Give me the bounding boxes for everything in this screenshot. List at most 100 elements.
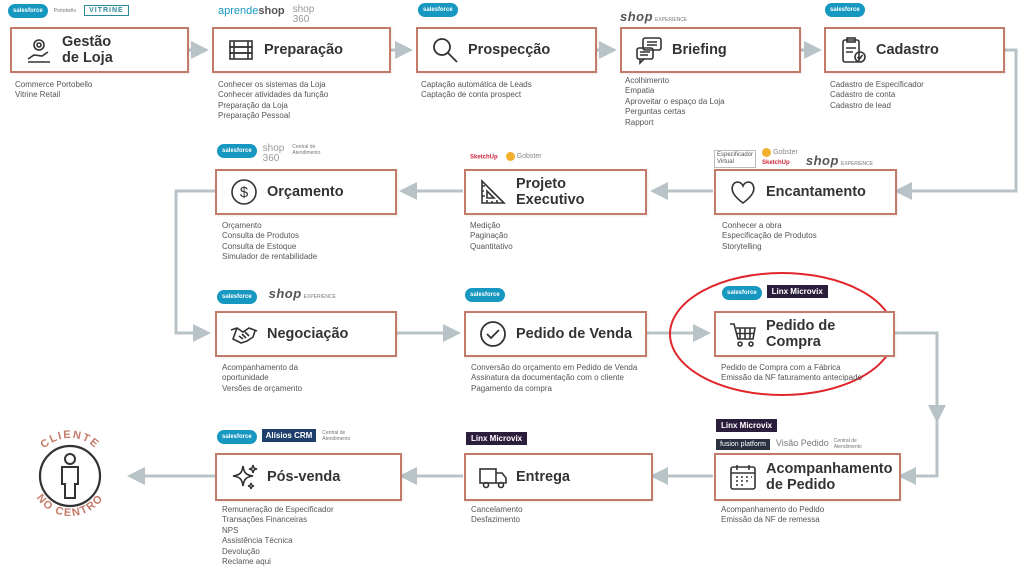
shop-logo: shop: [620, 9, 654, 24]
arrow-5: [894, 48, 1018, 200]
step-title: Pós-venda: [267, 469, 341, 485]
sparkle-icon: [229, 462, 259, 492]
salesforce-logo: salesforce: [418, 3, 458, 17]
arrow-8: [174, 189, 215, 342]
step-title: Pedido de Venda: [516, 326, 633, 342]
linx-microvix-logo: Linx Microvix: [466, 432, 528, 445]
gobster-logo: Gobster: [505, 152, 542, 161]
step-posvenda[interactable]: Pós-venda: [215, 453, 402, 501]
salesforce-logo: salesforce: [217, 290, 257, 304]
aprende-logo: aprende: [218, 5, 259, 17]
step-preparacao[interactable]: Preparação: [212, 27, 391, 73]
arrow-11: [895, 331, 946, 423]
cliente-top-text: CLIENTE: [38, 429, 100, 451]
step-title: Entrega: [516, 469, 570, 485]
logos-projeto: SketchUp Gobster: [470, 152, 542, 161]
logos-cadastro: salesforce: [825, 3, 865, 17]
linx-microvix-logo: Linx Microvix: [716, 419, 778, 432]
especificador-virtual-logo: Especificador: [717, 152, 754, 158]
salesforce-logo: salesforce: [465, 288, 505, 302]
logos-pedidovenda: salesforce: [465, 288, 505, 302]
gear-hand-icon: [24, 35, 54, 65]
svg-text:$: $: [240, 184, 249, 201]
central-atendimento-logo: Central de: [833, 438, 857, 444]
shop-logo: shop: [805, 153, 839, 168]
step-title: Orçamento: [267, 184, 344, 200]
step-prospeccao[interactable]: Prospecção: [416, 27, 597, 73]
ruler-icon: [478, 177, 508, 207]
step-orcamento[interactable]: $ Orçamento: [215, 169, 397, 215]
heart-icon: [728, 177, 758, 207]
step-title: Preparação: [264, 42, 343, 58]
magnifier-icon: [430, 35, 460, 65]
chat-icon: [634, 35, 664, 65]
linx-microvix-logo: Linx Microvix: [766, 285, 828, 298]
salesforce-logo: salesforce: [722, 286, 762, 300]
central-atendimento-logo: Central de: [292, 144, 316, 150]
vitrine-logo: VITRINE: [84, 5, 129, 16]
step-title: Gestão: [62, 34, 112, 50]
central-atendimento-logo: Central de: [322, 430, 346, 436]
dollar-icon: $: [229, 177, 259, 207]
logos-acompanhamento: Linx Microvix: [716, 419, 778, 432]
step-title: Briefing: [672, 42, 727, 58]
step-pedidovenda[interactable]: Pedido de Venda: [464, 311, 647, 357]
person-icon: [61, 453, 79, 499]
step-negociacao[interactable]: Negociação: [215, 311, 397, 357]
truck-icon: [478, 462, 508, 492]
step-title: Pedido de Compra: [766, 318, 836, 350]
cliente-no-centro-badge: CLIENTE NO CENTRO: [34, 429, 105, 519]
logos-pedidocompra: salesforce Linx Microvix: [722, 285, 828, 300]
salesforce-logo: salesforce: [825, 3, 865, 17]
books-icon: [226, 35, 256, 65]
step-title: Cadastro: [876, 42, 939, 58]
step-title: Encantamento: [766, 184, 866, 200]
step-title: de Pedido: [766, 477, 836, 493]
step-entrega[interactable]: Entrega: [464, 453, 653, 501]
check-icon: [478, 319, 508, 349]
fusion-platform-logo: fusion platform: [716, 439, 770, 450]
gobster-logo: Gobster: [761, 147, 798, 157]
arrow-12: [898, 420, 939, 485]
items-pedidovenda: Conversão do orçamento em Pedido de Vend…: [471, 363, 638, 393]
step-cadastro[interactable]: Cadastro: [824, 27, 1005, 73]
handshake-icon: [229, 319, 259, 349]
salesforce-logo: salesforce: [217, 144, 257, 158]
logos-briefing: shop EXPERIENCE: [620, 9, 688, 24]
cart-icon: [728, 319, 758, 349]
step-encantamento[interactable]: Encantamento: [714, 169, 897, 215]
portobello-logo: Portobello: [53, 8, 77, 14]
shop360-logo: shop: [262, 143, 285, 154]
step-briefing[interactable]: Briefing: [620, 27, 801, 73]
logos-entrega: Linx Microvix: [466, 432, 528, 445]
clipboard-icon: [838, 35, 868, 65]
logos-gestao: salesforce Portobello VITRINE: [8, 4, 129, 18]
shop-logo: shop: [268, 286, 302, 301]
alisios-crm-logo: Alísios CRM: [261, 429, 317, 442]
step-title: Prospecção: [468, 42, 551, 58]
step-pedidocompra[interactable]: Pedido de Compra: [714, 311, 895, 357]
step-title: Executivo: [516, 192, 585, 208]
salesforce-logo: salesforce: [8, 4, 48, 18]
step-title: Acompanhamento: [766, 461, 893, 477]
